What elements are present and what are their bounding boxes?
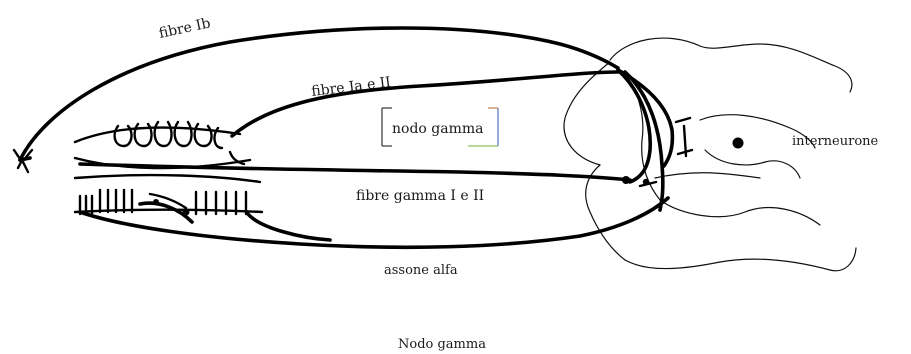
muscle-spindle-lower (75, 175, 262, 222)
label-assone-alfa: assone alfa (384, 263, 458, 278)
label-fibre-ib: fibre Ib (158, 15, 212, 42)
interneurone-dot (733, 138, 744, 149)
fibre-gamma-path (80, 164, 630, 180)
label-nodo-gamma-box: nodo gamma (392, 121, 484, 137)
label-interneurone: interneurone (792, 134, 879, 149)
label-fibre-gamma: fibre gamma I e II (356, 188, 484, 204)
diagram-caption: Nodo gamma (398, 337, 486, 352)
label-fibre-ia-ii: fibre Ia e II (311, 74, 392, 100)
gamma-terminal-dot (622, 176, 630, 184)
muscle-spindle-upper (75, 122, 250, 168)
assone-alfa-upper (248, 214, 330, 240)
cord-inner-fibres (618, 70, 692, 210)
